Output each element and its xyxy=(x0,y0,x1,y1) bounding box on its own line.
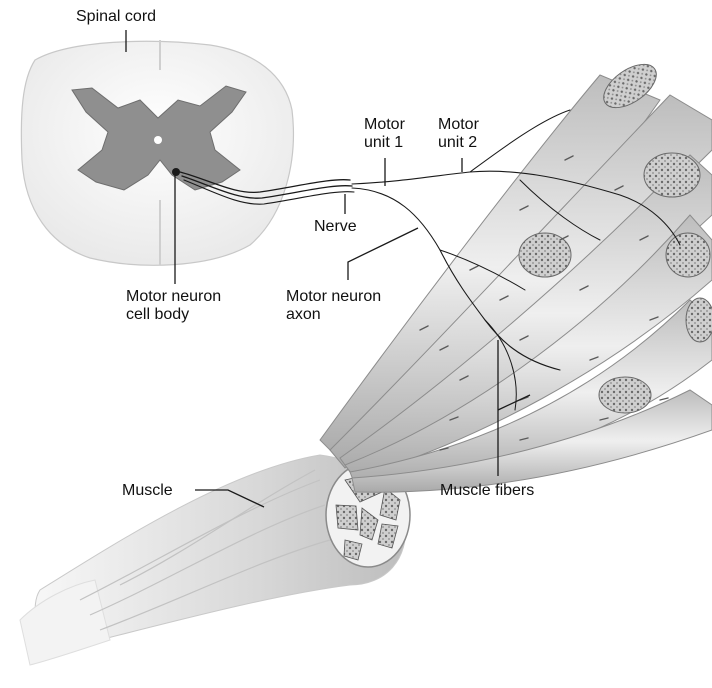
label-muscle-fibers: Muscle fibers xyxy=(440,482,534,500)
fiber-end xyxy=(666,233,710,277)
label-nerve: Nerve xyxy=(314,218,357,236)
tendon xyxy=(20,580,110,665)
whole-muscle xyxy=(20,455,410,665)
fiber-end xyxy=(686,298,712,342)
label-motor-unit-2: Motor unit 2 xyxy=(438,116,479,152)
fiber-end xyxy=(519,233,571,277)
label-motor-unit-1: Motor unit 1 xyxy=(364,116,405,152)
label-muscle: Muscle xyxy=(122,482,173,500)
cell-body-marker xyxy=(172,168,180,176)
fiber-end xyxy=(644,153,700,197)
leader-axon xyxy=(348,228,418,280)
label-motor-neuron-cell-body: Motor neuron cell body xyxy=(126,288,221,324)
fiber-end xyxy=(599,377,651,413)
label-spinal-cord: Spinal cord xyxy=(76,8,156,26)
label-motor-neuron-axon: Motor neuron axon xyxy=(286,288,381,324)
spinal-cord xyxy=(21,40,293,265)
